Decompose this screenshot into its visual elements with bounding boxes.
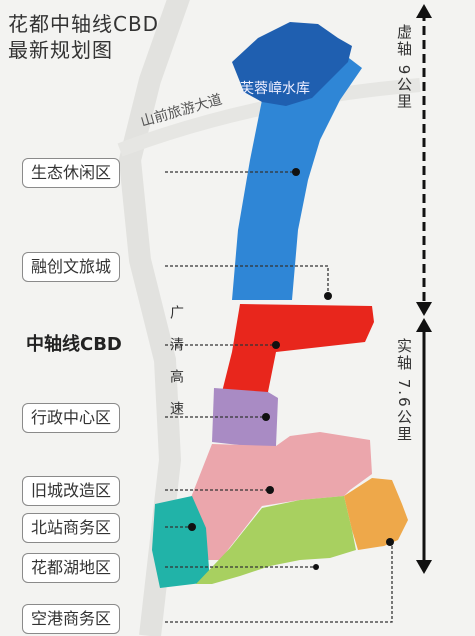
zone-label-oldcity: 旧城改造区 (22, 476, 121, 506)
zone-label-lake: 花都湖地区 (22, 553, 121, 583)
road-faint (118, 0, 190, 636)
reservoir-label: 芙蓉嶂水库 (240, 81, 310, 97)
zone-shape-admin (212, 388, 278, 448)
zone-shape-north (152, 496, 210, 588)
dot-ecological (292, 168, 300, 176)
highway-label: 广清高速 (168, 305, 184, 433)
map-title-line2: 最新规划图 (8, 38, 113, 62)
dot-oldcity (266, 486, 274, 494)
zone-label-north: 北站商务区 (22, 513, 121, 543)
dot-cbd (272, 341, 280, 349)
zone-shape-oldcity (190, 432, 372, 560)
map-title-line1: 花都中轴线CBD (8, 12, 160, 36)
zone-shape-airport (344, 478, 408, 550)
dot-admin (262, 413, 270, 421)
zone-label-airport: 空港商务区 (22, 604, 121, 634)
zone-shape-lake (196, 496, 356, 584)
leader-lines (165, 171, 393, 623)
arrow-top-icon (416, 4, 432, 18)
zone-shape-reservoir (232, 22, 352, 106)
zone-label-admin: 行政中心区 (22, 403, 121, 433)
zone-dots (188, 168, 394, 570)
zone-label-ecological: 生态休闲区 (22, 158, 121, 188)
zone-shape-cbd (222, 304, 374, 392)
arrow-bottom-icon (416, 560, 432, 574)
zone-label-wenlv: 融创文旅城 (22, 252, 121, 282)
road-shanqian (117, 78, 421, 157)
dot-wenlv (324, 292, 332, 300)
arrow-mid-down-icon (416, 302, 432, 316)
zone-label-cbd: 中轴线CBD (26, 334, 122, 355)
dot-lake (313, 564, 319, 570)
dot-airport (386, 538, 394, 546)
dot-north (188, 523, 196, 531)
arrow-mid-up-icon (416, 318, 432, 332)
real-axis-label: 实轴 7.6公里 (395, 338, 413, 443)
virtual-axis-label: 虚轴 9公里 (395, 24, 413, 111)
